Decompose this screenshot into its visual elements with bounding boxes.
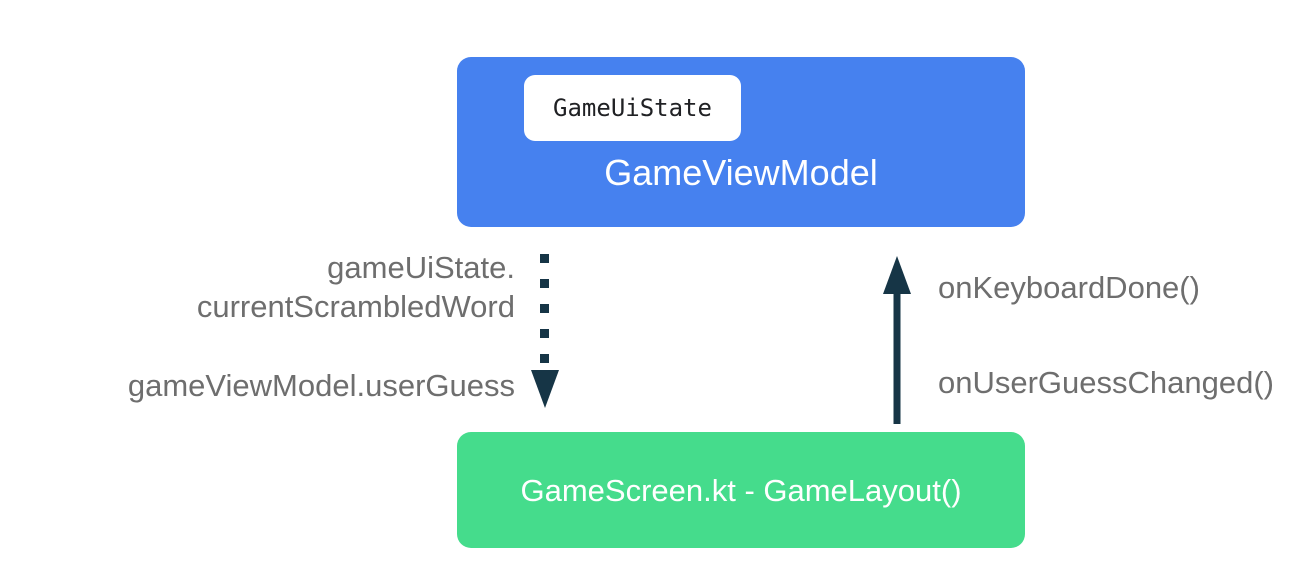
arrow-dot: [540, 254, 549, 263]
node-game-view-model: GameUiState GameViewModel: [457, 57, 1025, 227]
arrow-dot: [540, 279, 549, 288]
arrow-shaft: [893, 290, 901, 424]
chip-game-ui-state: GameUiState: [524, 75, 741, 141]
arrow-events-up-solid: [883, 256, 911, 424]
arrow-head-up: [883, 256, 911, 294]
label-on-user-guess-changed: onUserGuessChanged(): [938, 365, 1275, 400]
arrow-dot: [540, 354, 549, 363]
node-game-screen-title: GameScreen.kt - GameLayout(): [520, 472, 962, 508]
arrow-dot: [540, 304, 549, 313]
arrow-head-down: [531, 370, 559, 408]
arrow-dot: [540, 329, 549, 338]
label-game-view-model-user-guess: gameViewModel.userGuess: [127, 368, 515, 403]
arrow-state-down-dotted: [531, 254, 559, 408]
label-game-ui-state-path: gameUiState. currentScrambledWord: [196, 250, 515, 324]
node-game-view-model-title: GameViewModel: [604, 152, 878, 193]
node-game-screen: GameScreen.kt - GameLayout(): [457, 432, 1025, 548]
chip-game-ui-state-label: GameUiState: [553, 94, 712, 122]
label-on-keyboard-done: onKeyboardDone(): [938, 270, 1200, 305]
